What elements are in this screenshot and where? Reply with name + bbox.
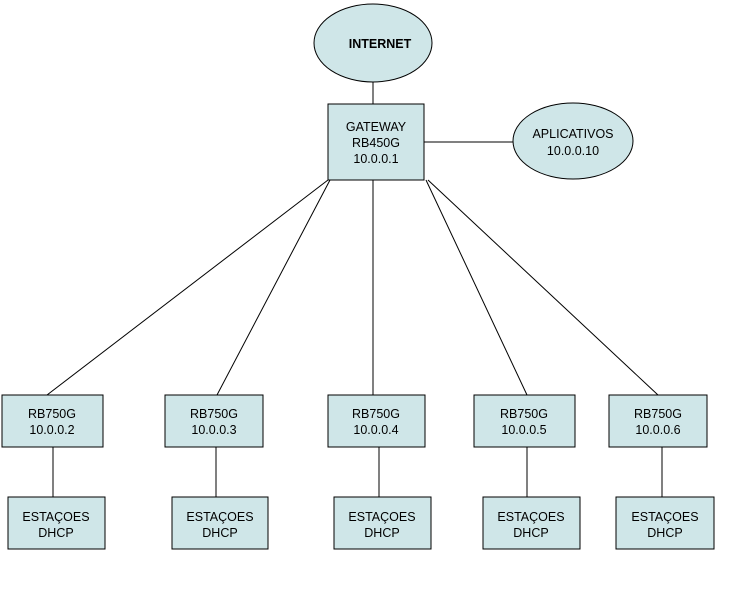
- router-ip: 10.0.0.6: [635, 423, 680, 437]
- stations-type: DHCP: [202, 526, 237, 540]
- router-model: RB750G: [352, 407, 400, 421]
- internet-label: INTERNET: [349, 37, 412, 51]
- stations-type: DHCP: [513, 526, 548, 540]
- stations-label: ESTAÇOES: [631, 510, 698, 524]
- link-gateway-router-5: [427, 179, 659, 396]
- stations-label: ESTAÇOES: [22, 510, 89, 524]
- router-model: RB750G: [190, 407, 238, 421]
- router-node: RB750G 10.0.0.2: [1, 394, 104, 448]
- stations-node: ESTAÇOES DHCP: [171, 496, 269, 550]
- stations-node: ESTAÇOES DHCP: [333, 496, 432, 550]
- stations-type: DHCP: [364, 526, 399, 540]
- stations-node: ESTAÇOES DHCP: [482, 496, 581, 550]
- router-node: RB750G 10.0.0.4: [327, 394, 426, 448]
- router-node: RB750G 10.0.0.5: [473, 394, 576, 448]
- router-model: RB750G: [500, 407, 548, 421]
- gateway-ip: 10.0.0.1: [353, 152, 398, 166]
- stations-label: ESTAÇOES: [186, 510, 253, 524]
- stations-node: ESTAÇOES DHCP: [615, 496, 715, 550]
- router-ip: 10.0.0.3: [191, 423, 236, 437]
- apps-label: APLICATIVOS: [532, 127, 613, 141]
- link-gateway-router-1: [46, 179, 329, 396]
- router-node: RB750G 10.0.0.3: [164, 394, 264, 448]
- router-node: RB750G 10.0.0.6: [608, 394, 708, 448]
- apps-node: APLICATIVOS 10.0.0.10: [512, 102, 634, 180]
- router-model: RB750G: [634, 407, 682, 421]
- gateway-node: GATEWAY RB450G 10.0.0.1: [327, 103, 425, 181]
- gateway-model: RB450G: [352, 136, 400, 150]
- internet-node: INTERNET: [313, 3, 433, 83]
- link-gateway-router-4: [425, 179, 528, 396]
- stations-type: DHCP: [38, 526, 73, 540]
- connectors: [46, 82, 663, 497]
- router-model: RB750G: [28, 407, 76, 421]
- link-gateway-router-2: [216, 179, 331, 396]
- apps-ip: 10.0.0.10: [547, 144, 599, 158]
- gateway-title: GATEWAY: [346, 120, 407, 134]
- router-ip: 10.0.0.4: [353, 423, 398, 437]
- router-ip: 10.0.0.5: [501, 423, 546, 437]
- stations-node: ESTAÇOES DHCP: [7, 496, 106, 550]
- stations-type: DHCP: [647, 526, 682, 540]
- stations-label: ESTAÇOES: [348, 510, 415, 524]
- stations-label: ESTAÇOES: [497, 510, 564, 524]
- router-ip: 10.0.0.2: [29, 423, 74, 437]
